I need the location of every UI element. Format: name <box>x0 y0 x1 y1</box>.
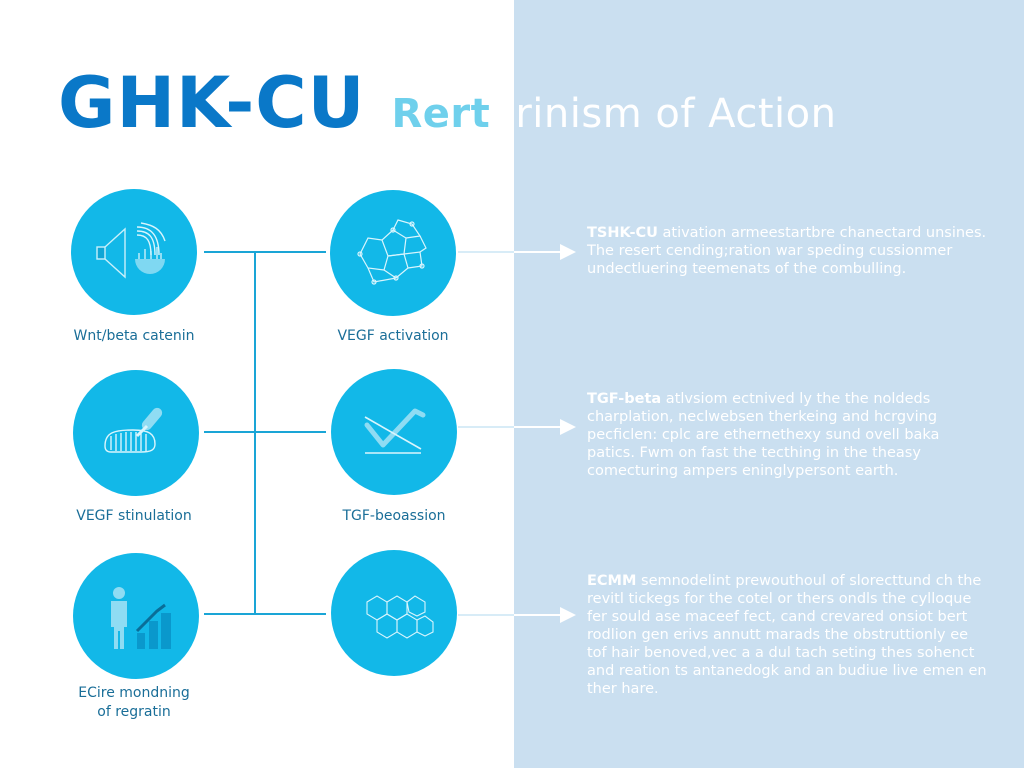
title-subtitle-rest: erinism of Action <box>490 91 837 137</box>
node-label-3: VEGF stinulation <box>76 508 192 524</box>
page-title: GHK-CU Rerterinism of Action <box>58 62 836 152</box>
arrow-head-2-icon <box>560 419 576 435</box>
connector-row1 <box>204 251 326 253</box>
description-2-lead: TGF-beta <box>587 391 662 407</box>
title-subtitle-accent: Rert <box>391 91 491 137</box>
node-vegf-stimulation <box>73 370 199 496</box>
arrow-line-1 <box>458 251 514 253</box>
description-1-text: ativation armeestartbre chanectard unsin… <box>587 225 987 277</box>
connector-vertical <box>254 251 256 615</box>
description-1: TSHK-CU ativation armeestartbre chanecta… <box>587 224 987 278</box>
node-label-4: TGF-beoassion <box>342 508 446 524</box>
description-1-lead: TSHK-CU <box>587 225 658 241</box>
description-3-lead: ECMM <box>587 573 637 589</box>
node-label-5-line2: of regratin <box>97 704 171 720</box>
node-wnt-beta-catenin <box>71 189 197 315</box>
node-ecm-remodeling <box>73 553 199 679</box>
molecule-cage-icon <box>357 219 427 285</box>
node-label-5-line1: ECire mondning <box>78 685 190 701</box>
description-panel <box>514 0 1024 768</box>
description-2: TGF-beta atlvsiom ectnived ly the the no… <box>587 390 987 480</box>
node-label-2: VEGF activation <box>337 328 449 344</box>
person-growth-chart-icon <box>111 587 171 649</box>
arrow-head-1-icon <box>560 244 576 260</box>
node-tgf-beta <box>331 369 457 495</box>
title-main: GHK-CU <box>58 62 366 144</box>
arrow-head-3-icon <box>560 607 576 623</box>
node-hexagon-molecule <box>331 550 457 676</box>
description-2-text: atlvsiom ectnived ly the the noldeds cha… <box>587 391 940 479</box>
arrow-line-2 <box>458 426 514 428</box>
arrow-line-3 <box>458 614 514 616</box>
node-label-1: Wnt/beta catenin <box>73 328 195 344</box>
connector-row2 <box>204 431 326 433</box>
connector-row3 <box>204 613 326 615</box>
description-3: ECMM semnodelint prewouthoul of slorectt… <box>587 572 987 698</box>
arrow-line-1-panel <box>514 251 562 253</box>
description-3-text: semnodelint prewouthoul of slorecttund c… <box>587 573 987 697</box>
title-subtitle: Rerterinism of Action <box>391 91 836 137</box>
hexagon-molecule-icon <box>366 595 434 639</box>
node-vegf-activation <box>330 190 456 316</box>
checkmark-chart-icon <box>364 408 426 454</box>
node-label-5: ECire mondning of regratin <box>44 684 224 722</box>
brush-comb-icon <box>104 407 163 453</box>
speaker-wave-icon <box>96 222 166 279</box>
arrow-line-2-panel <box>514 426 562 428</box>
arrow-line-3-panel <box>514 614 562 616</box>
